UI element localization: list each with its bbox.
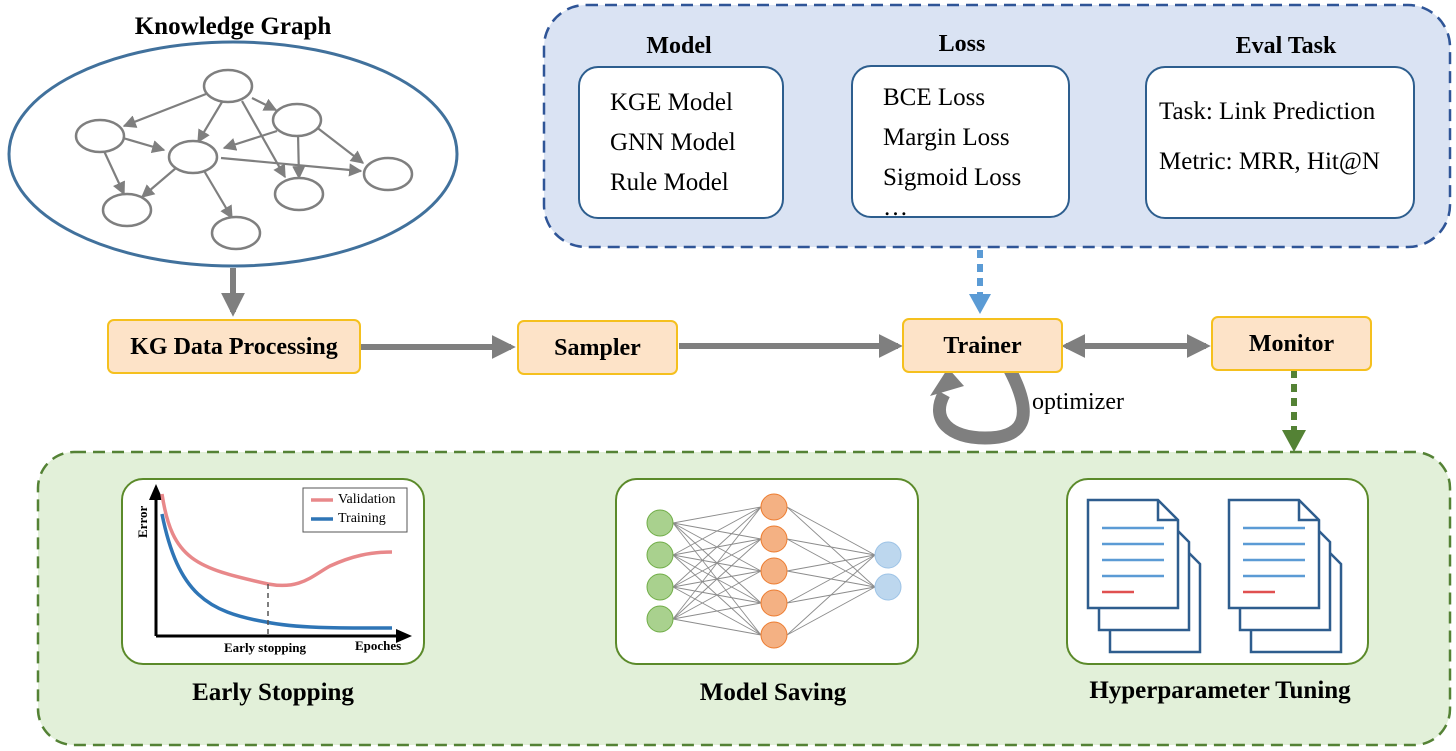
eval-task-title: Eval Task <box>1235 33 1337 59</box>
trainer-stage: Trainer <box>902 318 1063 373</box>
model-saving-card <box>615 478 919 665</box>
trainer-label: Trainer <box>943 332 1022 359</box>
loss-item: Sigmoid Loss <box>883 164 1022 191</box>
es-marker-label: Early stopping <box>224 640 306 655</box>
model-title: Model <box>646 33 712 59</box>
sampler-label: Sampler <box>554 334 641 361</box>
loss-box: BCE Loss Margin Loss Sigmoid Loss … <box>851 65 1070 221</box>
monitor-label: Monitor <box>1248 330 1335 357</box>
pipeline-arrows <box>221 268 1211 359</box>
model-saving-caption: Model Saving <box>699 679 847 706</box>
sampler-stage: Sampler <box>517 320 678 375</box>
knowledge-graph-edges <box>103 92 365 220</box>
monitor-stage: Monitor <box>1211 316 1372 371</box>
model-box: KGE Model GNN Model Rule Model <box>578 66 784 219</box>
eval-task-box: Task: Link Prediction Metric: MRR, Hit@N <box>1145 66 1415 219</box>
loss-item: BCE Loss <box>883 84 986 111</box>
es-ylabel: Error <box>135 505 150 538</box>
monitor-to-outputs-arrow <box>1282 370 1306 452</box>
optimizer-label: optimizer <box>1032 389 1124 415</box>
early-stopping-caption: Early Stopping <box>192 679 354 706</box>
knowledge-graph-title: Knowledge Graph <box>134 13 332 40</box>
knowledge-graph-nodes <box>74 68 414 251</box>
loss-item: … <box>883 194 908 221</box>
loss-title: Loss <box>938 31 986 57</box>
loss-item: Margin Loss <box>883 124 1010 151</box>
es-legend-validation: Validation <box>338 492 396 507</box>
model-item: KGE Model <box>610 89 733 116</box>
model-item: GNN Model <box>610 129 736 156</box>
es-xlabel: Epoches <box>355 638 402 653</box>
hyperparameter-tuning-caption: Hyperparameter Tuning <box>1089 677 1351 704</box>
eval-task-item: Task: Link Prediction <box>1159 98 1376 125</box>
kg-data-processing-label: KG Data Processing <box>130 333 338 360</box>
model-item: Rule Model <box>610 169 729 196</box>
optimizer-loop-arrow <box>930 367 1030 445</box>
components-to-trainer-arrow <box>969 250 991 314</box>
eval-task-item: Metric: MRR, Hit@N <box>1159 148 1380 175</box>
hyperparameter-tuning-card <box>1066 478 1369 665</box>
es-legend-training: Training <box>338 511 386 526</box>
kg-data-processing-stage: KG Data Processing <box>107 319 361 374</box>
